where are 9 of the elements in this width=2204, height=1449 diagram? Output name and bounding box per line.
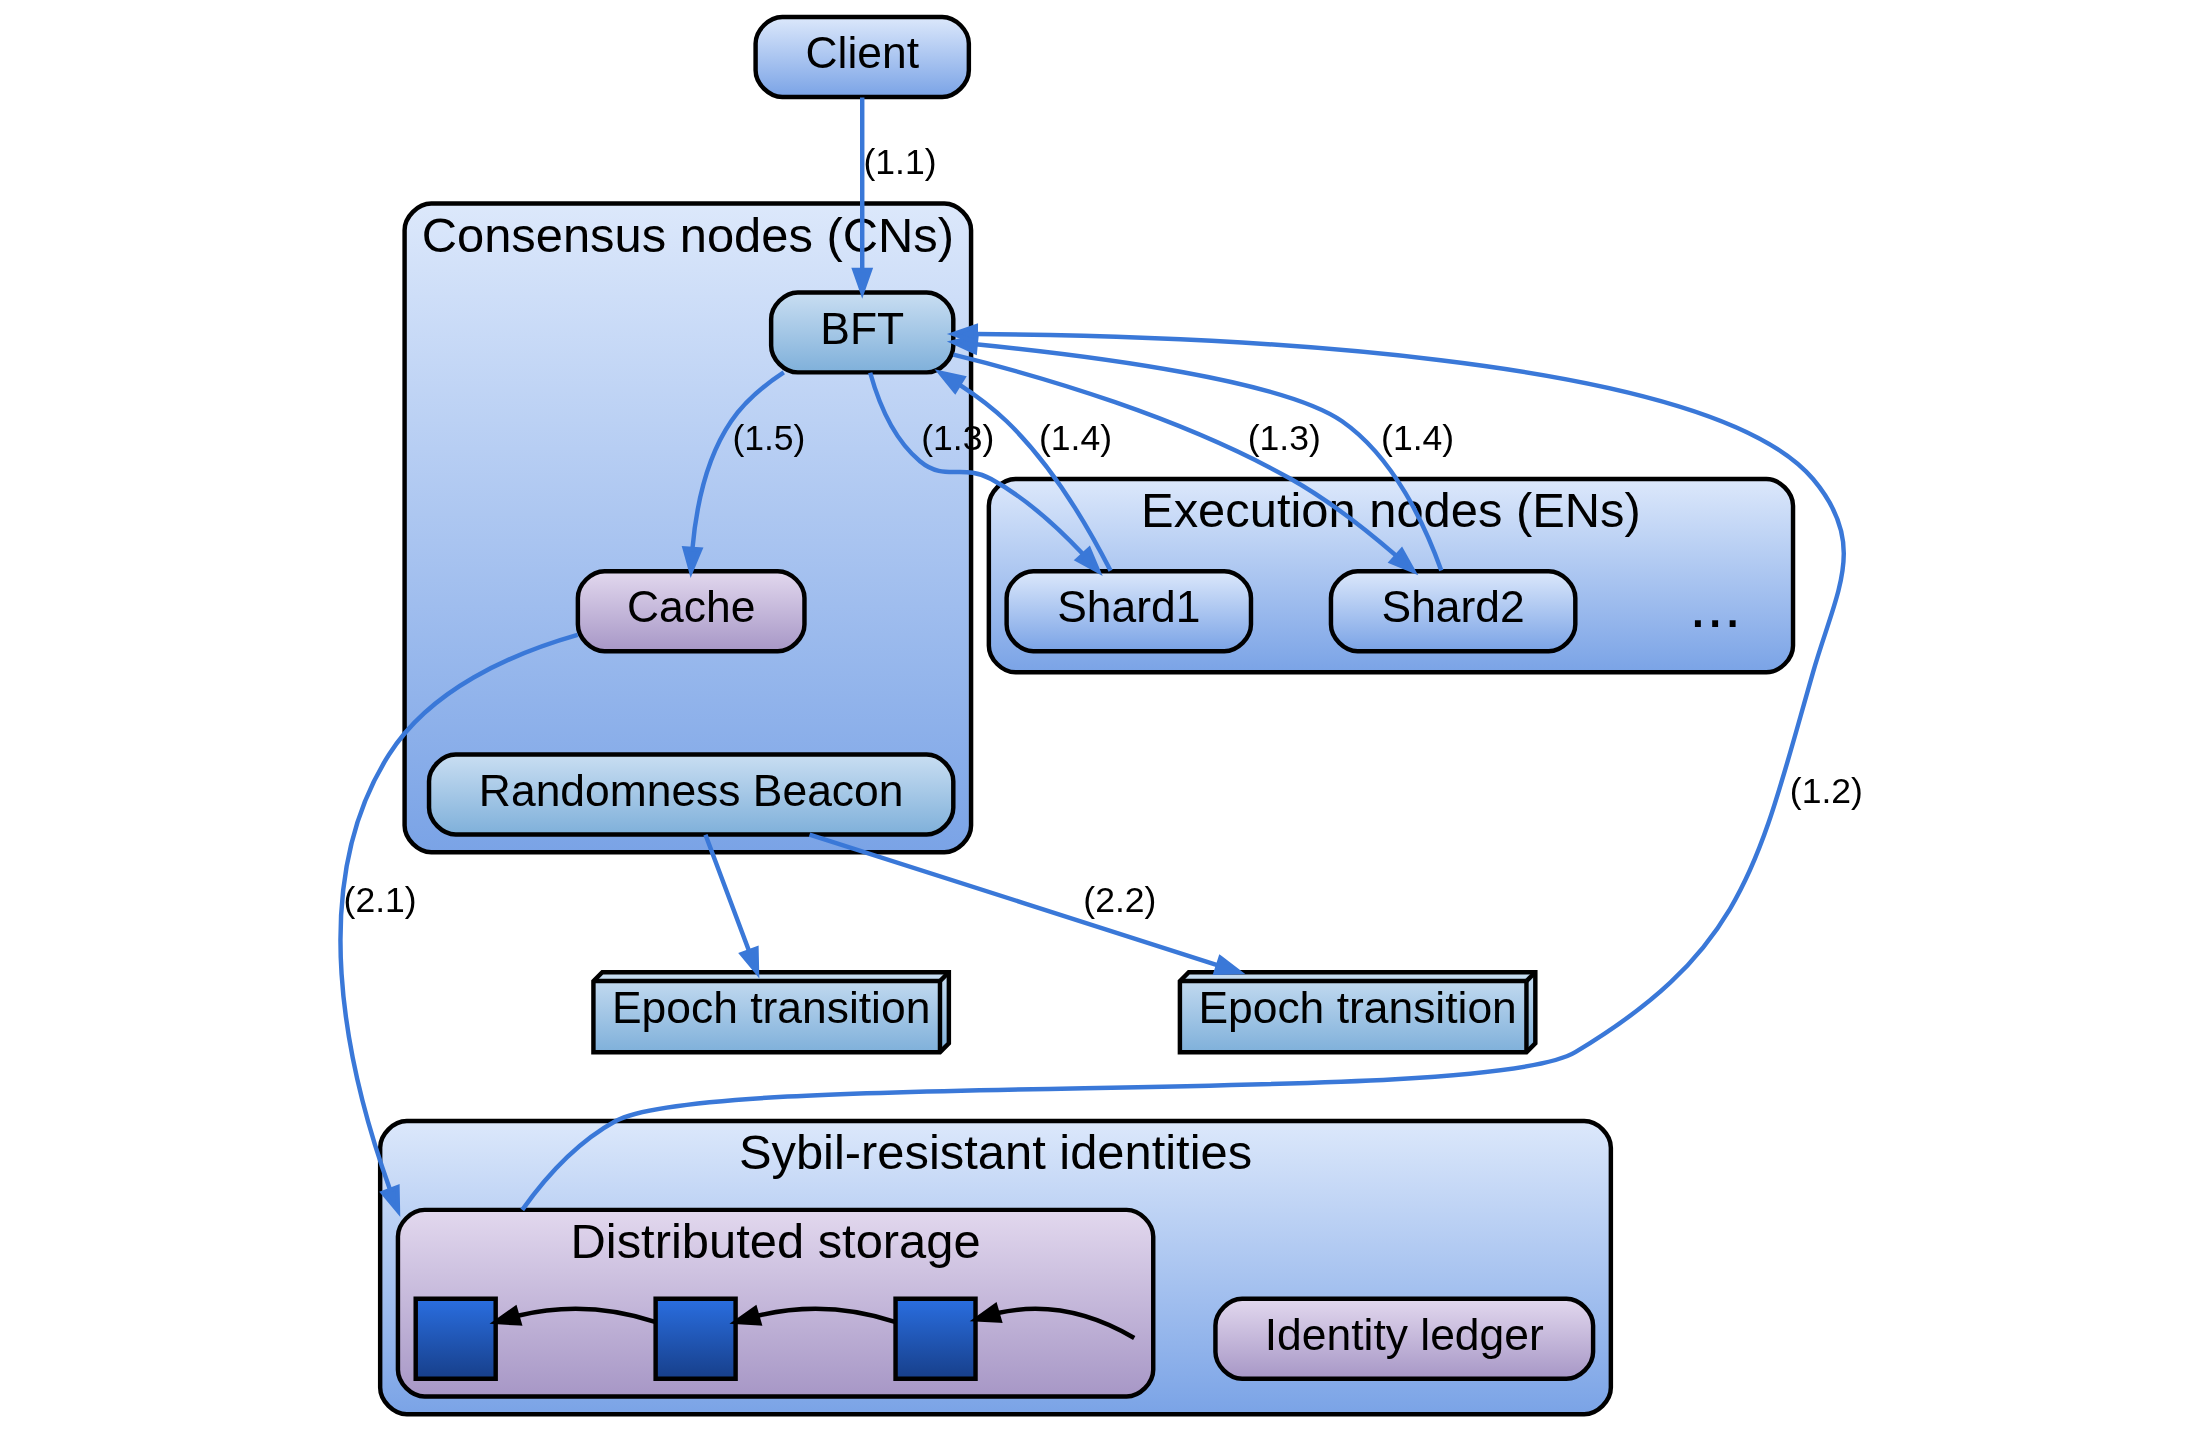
edge-label: (2.2) [1083, 879, 1157, 920]
edge-label: (1.5) [732, 417, 806, 458]
node-text: ... [1689, 570, 1742, 640]
edge-label: (1.4) [1038, 417, 1113, 458]
edge-label: (1.4) [1381, 417, 1455, 458]
edge-label: (2.1) [343, 879, 417, 920]
edge-label: (1.3) [1247, 417, 1321, 458]
edge-label: (1.2) [1789, 770, 1863, 811]
edge-label: (1.1) [863, 142, 937, 183]
